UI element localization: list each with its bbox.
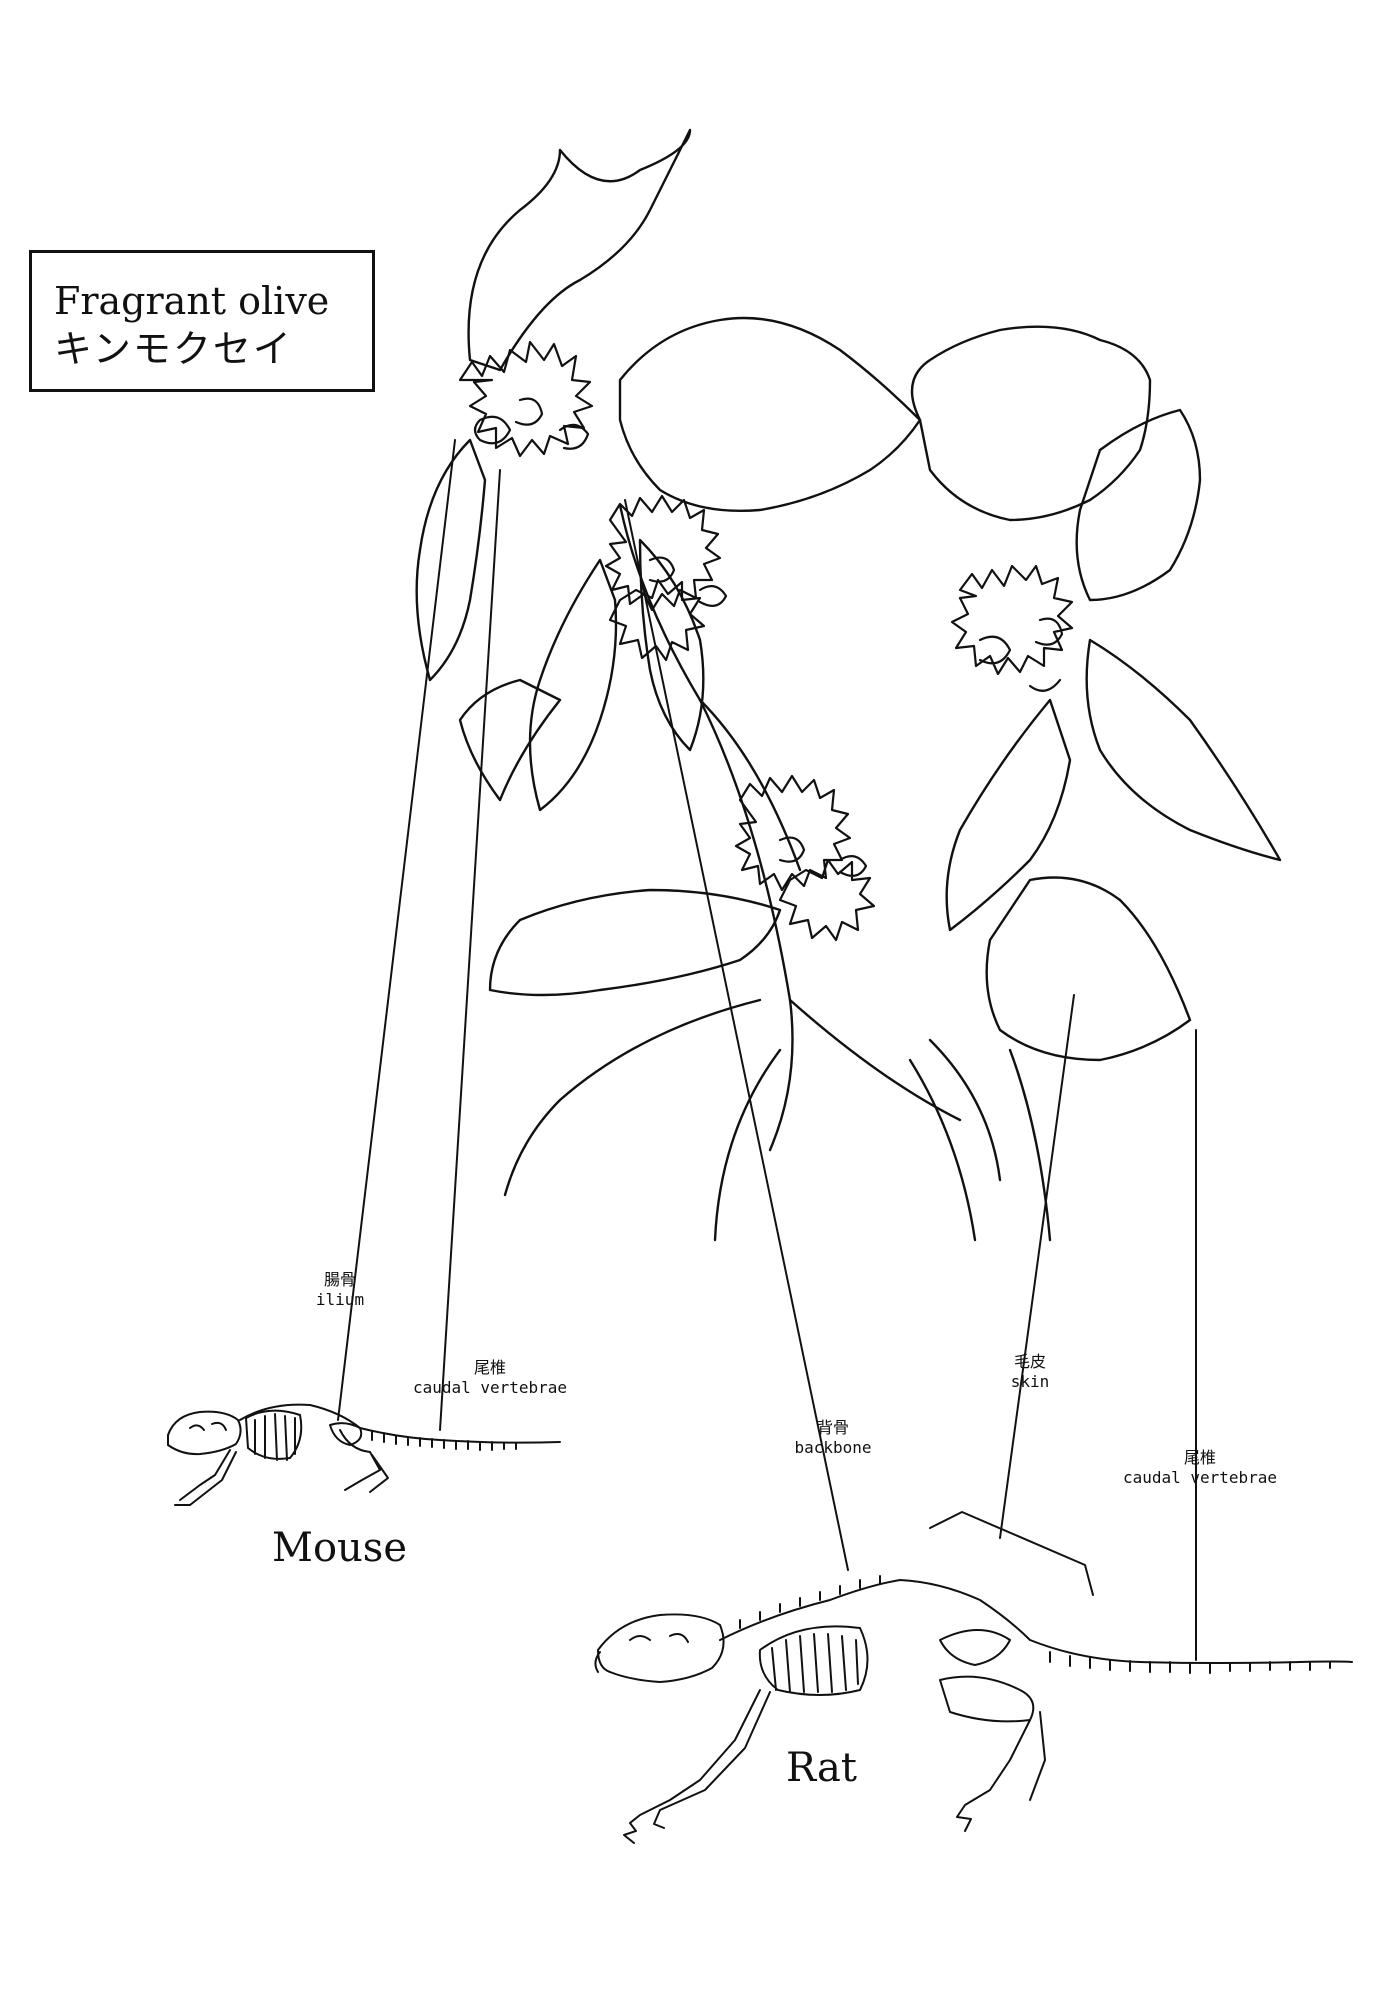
rat-skeleton — [594, 1575, 1353, 1844]
rat-spine — [719, 1579, 1031, 1641]
stem — [788, 998, 962, 1122]
flower-cluster — [458, 340, 594, 458]
leaf — [618, 316, 922, 513]
label-ilium-en: ilium — [315, 1290, 365, 1309]
mouse-skull — [167, 1410, 242, 1456]
label-skin-en: skin — [1010, 1372, 1050, 1391]
stem — [698, 698, 802, 872]
label-skin-jp: 毛皮 — [1013, 1352, 1046, 1371]
label-ilium: 腸骨 ilium — [300, 1270, 380, 1310]
label-caudal-mouse: 尾椎 caudal vertebrae — [390, 1358, 590, 1398]
leader-line-backbone — [624, 499, 849, 1571]
animal-name-mouse: Mouse — [272, 1525, 407, 1571]
rat-spine-vertebrae — [739, 1575, 881, 1629]
rat-tail — [1029, 1639, 1353, 1664]
stem — [1008, 1048, 1052, 1242]
rat-tail-vertebrae — [1049, 1651, 1331, 1674]
rat-ribcage — [758, 1625, 869, 1696]
skin-bracket — [929, 1511, 1094, 1596]
label-caudal-mouse-jp: 尾椎 — [473, 1358, 506, 1377]
label-ilium-jp: 腸骨 — [323, 1270, 356, 1289]
stem — [908, 1058, 977, 1242]
flower-cluster — [604, 494, 728, 662]
title-english: Fragrant olive — [54, 279, 330, 323]
leader-line-ilium — [337, 439, 456, 1421]
leaf — [985, 876, 1192, 1062]
mouse-pelvis — [329, 1422, 363, 1446]
label-caudal-mouse-en: caudal vertebrae — [412, 1378, 568, 1397]
label-backbone-en: backbone — [794, 1438, 872, 1457]
leaf — [528, 558, 618, 812]
leader-lines — [337, 439, 1197, 1661]
stem — [503, 998, 762, 1197]
rat-foreleg — [623, 1689, 771, 1844]
label-caudal-rat-en: caudal vertebrae — [1122, 1468, 1278, 1487]
animal-name-rat: Rat — [786, 1745, 857, 1791]
leaf — [910, 325, 1152, 522]
stem — [928, 1038, 1002, 1182]
label-caudal-rat-jp: 尾椎 — [1183, 1448, 1216, 1467]
title-box: Fragrant olive キンモクセイ — [29, 250, 375, 392]
leaf — [1085, 638, 1282, 862]
label-caudal-rat: 尾椎 caudal vertebrae — [1100, 1448, 1300, 1488]
leader-line-skin — [999, 994, 1075, 1539]
leaf — [458, 678, 562, 802]
mouse-skeleton — [167, 1403, 561, 1506]
mouse-hindleg — [339, 1429, 389, 1493]
stem — [713, 1048, 782, 1242]
rat-skull — [594, 1613, 725, 1683]
mouse-spine — [239, 1403, 561, 1444]
leaf — [415, 438, 487, 682]
rat-pelvis — [939, 1629, 1011, 1666]
label-backbone-jp: 背骨 — [816, 1418, 849, 1437]
fragrant-olive-branch — [415, 128, 1282, 1242]
leader-line-caudal-mouse — [439, 469, 501, 1431]
leaf — [467, 128, 692, 372]
leaf — [488, 888, 782, 997]
title-japanese: キンモクセイ — [54, 327, 293, 371]
rat-hindleg — [939, 1675, 1046, 1832]
flower-cluster — [734, 774, 876, 942]
leaf — [638, 538, 705, 752]
leaf — [945, 698, 1072, 932]
mouse-ribcage — [245, 1409, 303, 1461]
stem — [618, 503, 794, 1152]
leaf — [1075, 408, 1202, 602]
label-skin: 毛皮 skin — [990, 1352, 1070, 1392]
flower-cluster — [950, 564, 1074, 692]
mouse-vertebrae — [371, 1431, 517, 1451]
mouse-foreleg — [174, 1449, 237, 1506]
label-backbone: 背骨 backbone — [768, 1418, 898, 1458]
